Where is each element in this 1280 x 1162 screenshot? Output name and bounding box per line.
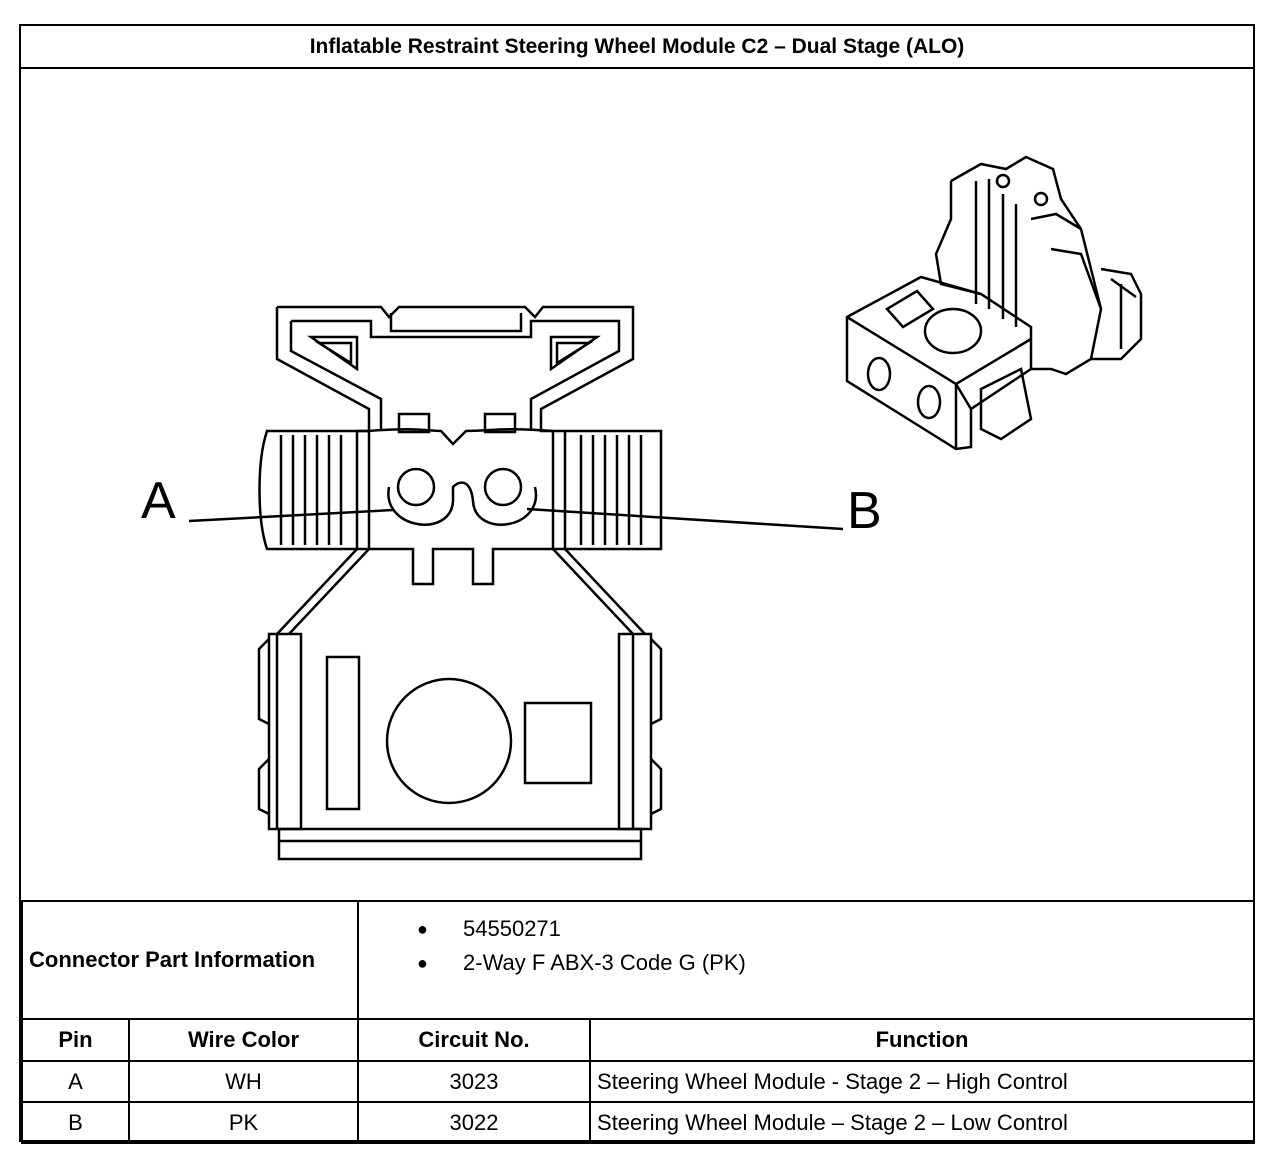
connector-sheet: Inflatable Restraint Steering Wheel Modu… [19, 24, 1256, 1144]
table-row: B PK 3022 Steering Wheel Module – Stage … [21, 1101, 1256, 1144]
header-pin: Pin [21, 1018, 130, 1062]
cell-circuit: 3023 [357, 1060, 592, 1103]
bullet-icon: ● [417, 953, 428, 973]
pinout-table: Connector Part Information ●54550271 ●2-… [20, 900, 1256, 1144]
header-function: Function [589, 1018, 1256, 1062]
connector-info-row: Connector Part Information ●54550271 ●2-… [20, 900, 1256, 1020]
list-item: ●54550271 [359, 912, 1253, 946]
cell-function: Steering Wheel Module - Stage 2 – High C… [589, 1060, 1256, 1103]
table-row: A WH 3023 Steering Wheel Module - Stage … [21, 1060, 1256, 1103]
bullet-icon: ● [417, 919, 428, 939]
cell-wire-color: PK [127, 1101, 360, 1144]
cell-pin: A [21, 1060, 130, 1103]
header-wire-color: Wire Color [127, 1018, 360, 1062]
sheet-title: Inflatable Restraint Steering Wheel Modu… [21, 26, 1253, 69]
connector-face-view [188, 155, 1143, 861]
table-header-row: Pin Wire Color Circuit No. Function [21, 1018, 1256, 1062]
list-item: ●2-Way F ABX-3 Code G (PK) [359, 946, 1253, 980]
cell-function: Steering Wheel Module – Stage 2 – Low Co… [589, 1101, 1256, 1144]
cell-circuit: 3022 [357, 1101, 592, 1144]
header-circuit: Circuit No. [357, 1018, 592, 1062]
cell-pin: B [21, 1101, 130, 1144]
pin-a-label: A [141, 472, 176, 530]
connector-diagram: A B [21, 69, 1253, 901]
cell-wire-color: WH [127, 1060, 360, 1103]
connector-3d-view [845, 155, 1143, 451]
pin-b-label: B [847, 482, 882, 540]
connector-info-list: ●54550271 ●2-Way F ABX-3 Code G (PK) [357, 900, 1256, 1020]
connector-info-label: Connector Part Information [20, 900, 360, 1020]
